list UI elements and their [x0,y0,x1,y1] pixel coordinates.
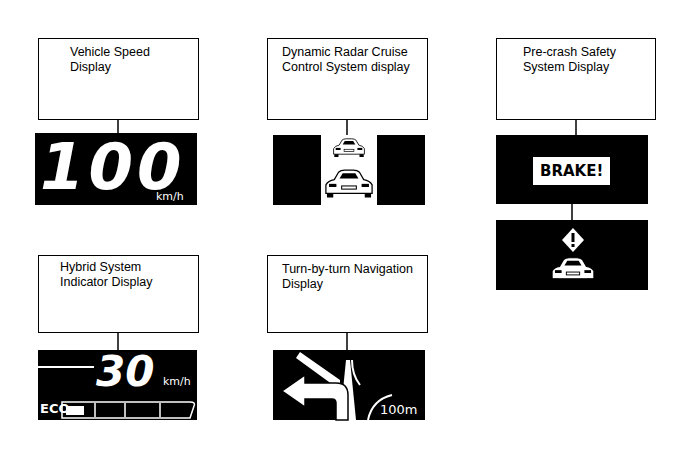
brake-warning: BRAKE! [540,164,603,179]
eco-indicator: ECO [40,402,69,415]
label-box: Turn-by-turn Navigation Display [267,255,428,333]
navigation-display [273,350,425,420]
label-box: Hybrid System Indicator Display [38,255,199,333]
box-label: Pre-crash Safety System Display [523,45,633,75]
speed-unit: km/h [163,376,191,387]
speed-unit: km/h [156,191,184,202]
box-label: Vehicle Speed Display [70,45,165,75]
speed-display [35,133,197,205]
precrash-display [496,135,648,290]
box-label: Turn-by-turn Navigation Display [282,262,417,292]
label-box: Pre-crash Safety System Display [496,38,656,120]
hybrid-display [38,350,197,420]
label-box: Dynamic Radar Cruise Control System disp… [267,38,428,120]
label-box: Vehicle Speed Display [38,38,199,120]
cruise-display [273,135,425,205]
distance-label: 100m [380,403,417,416]
speed-value: 100 [40,135,186,199]
box-label: Dynamic Radar Cruise Control System disp… [282,45,422,75]
box-label: Hybrid System Indicator Display [60,260,175,290]
speed-value: 30 [96,351,154,393]
